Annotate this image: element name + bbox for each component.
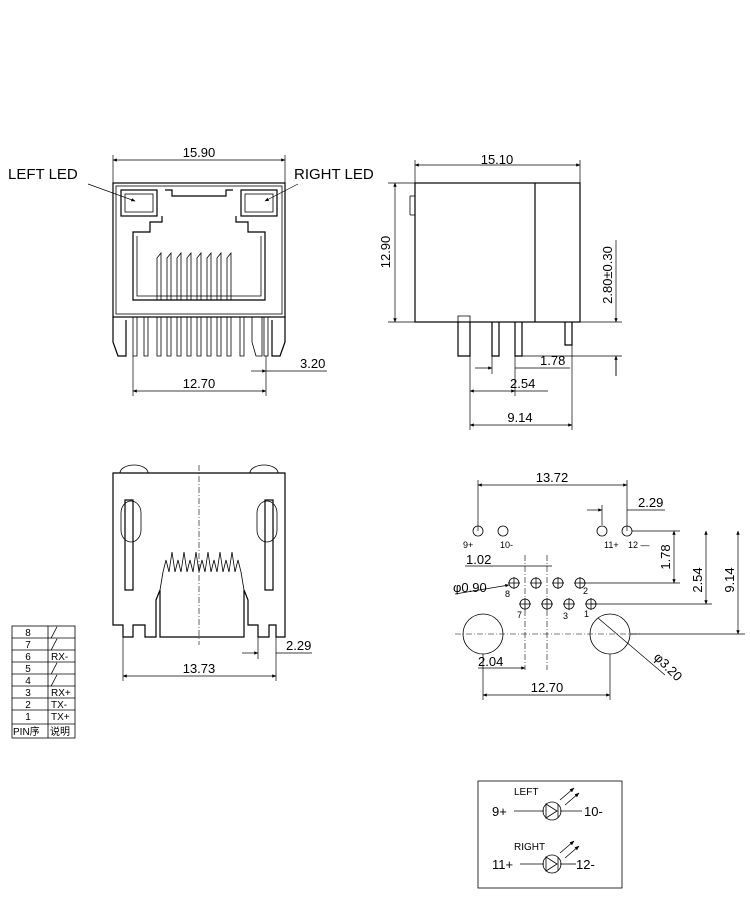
- pcb-dim-204: 2.04: [478, 654, 503, 669]
- pin-table-desc: ╱: [50, 626, 58, 639]
- pin-table-desc: RX+: [51, 688, 71, 699]
- side-dim-254: 2.54: [510, 376, 535, 391]
- right-led-label: RIGHT LED: [294, 166, 374, 183]
- pcb-pin-3: 3: [563, 611, 568, 621]
- pin-table-desc: TX-: [51, 700, 67, 711]
- front-pin-span-dim: 12.70: [183, 376, 216, 391]
- pcb-dim-320: φ3.20: [651, 650, 685, 684]
- pin-table-desc: ╱: [50, 638, 58, 651]
- pcb-layout: 9+ 10- 11+ 12 — 8 7 2 3 1 13.72: [453, 470, 745, 700]
- side-dim-178: 1.78: [540, 353, 565, 368]
- pcb-pin-1: 1: [584, 609, 589, 619]
- left-led-label: LEFT LED: [8, 166, 78, 183]
- side-view: 15.10 12.90 2.80±0.30 1.78 2.54 9.14: [378, 152, 622, 430]
- pcb-label-10: 10-: [500, 540, 513, 550]
- left-led-window: [120, 189, 158, 217]
- pin-table-desc: RX-: [51, 652, 68, 663]
- pin-table-pin: 4: [25, 676, 31, 687]
- pin-table-pin: 5: [25, 664, 31, 675]
- pin-table-pin: 8: [25, 628, 31, 639]
- pin-table-pin: 1: [25, 712, 31, 723]
- bottom-view: 13.73 2.29: [112, 464, 312, 681]
- pcb-pin-8: 8: [505, 589, 510, 599]
- pcb-label-9: 9+: [463, 540, 473, 550]
- pcb-dim-229: 2.29: [638, 495, 663, 510]
- pin-table-header-pin: PIN序: [13, 725, 40, 738]
- side-dim-914: 9.14: [507, 410, 532, 425]
- pin-table-desc: ╱: [50, 662, 58, 675]
- led-left-plus: 9+: [492, 804, 507, 819]
- pcb-pin-2: 2: [583, 586, 588, 596]
- bottom-tail-dim: 2.29: [286, 638, 311, 653]
- led-right-minus: 12-: [576, 857, 595, 872]
- pcb-dim-090: φ0.90: [453, 580, 487, 595]
- pin-table-desc: TX+: [51, 712, 70, 723]
- side-pin-length-dim: 2.80±0.30: [600, 246, 615, 304]
- pin-table-desc: ╱: [50, 674, 58, 687]
- front-width-dim: 15.90: [183, 145, 216, 160]
- hole-10: [497, 525, 509, 537]
- right-led-window: [240, 189, 278, 217]
- pin-table: 8 ╱ 7 ╱ 6 RX- 5 ╱ 4 ╱ 3 RX+ 2 TX- 1 TX+ PIN序 说明: [11, 625, 76, 739]
- pcb-dim-1270: 12.70: [531, 680, 564, 695]
- led-schematic: LEFT 9+ 10- RIGHT 11+ 12-: [477, 780, 623, 889]
- front-tail-dim: 3.20: [300, 356, 325, 371]
- front-view: 15.90 LEFT LED RIGHT LED 12.70 3.20: [8, 145, 374, 396]
- pcb-dim-178: 1.78: [658, 544, 673, 569]
- pin-table-pin: 3: [25, 688, 31, 699]
- pcb-label-11: 11+: [604, 540, 619, 550]
- front-pins: [112, 317, 286, 357]
- pcb-dim-1372: 13.72: [536, 470, 569, 485]
- front-contacts: [156, 251, 232, 300]
- pin-table-header-desc: 说明: [50, 725, 70, 738]
- pcb-dim-914: 9.14: [722, 567, 737, 592]
- pcb-dim-102: 1.02: [466, 552, 491, 567]
- led-left-minus: 10-: [584, 804, 603, 819]
- led-right-label: RIGHT: [514, 842, 545, 853]
- pin-table-pin: 2: [25, 700, 31, 711]
- bottom-width-dim: 13.73: [183, 661, 216, 676]
- pin-table-pin: 6: [25, 652, 31, 663]
- hole-11: [596, 525, 608, 537]
- pcb-label-12: 12 —: [628, 540, 650, 550]
- side-height-dim: 12.90: [378, 236, 393, 269]
- pcb-dim-254: 2.54: [690, 567, 705, 592]
- side-depth-dim: 15.10: [481, 152, 514, 167]
- led-right-plus: 11+: [492, 857, 513, 872]
- pin-table-pin: 7: [25, 640, 31, 651]
- led-left-label: LEFT: [514, 787, 538, 798]
- pcb-pin-7: 7: [517, 610, 522, 620]
